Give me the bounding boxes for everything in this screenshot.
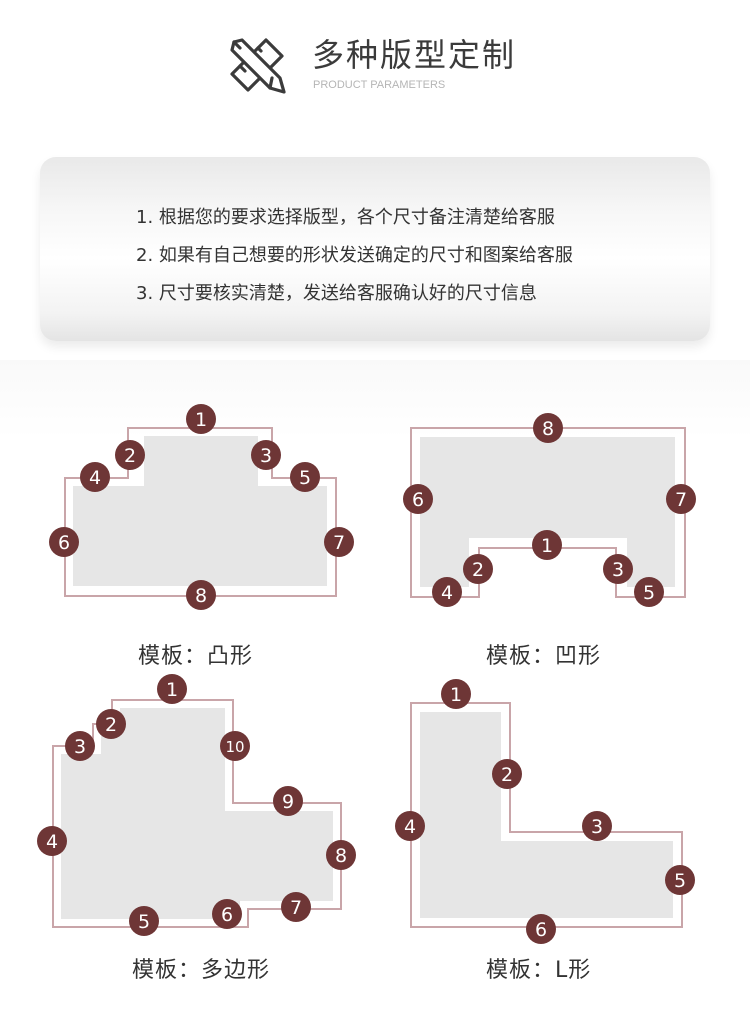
marker-label: 5 — [674, 870, 686, 892]
marker: 7 — [281, 892, 311, 922]
marker-label: 6 — [58, 532, 70, 554]
marker: 2 — [463, 554, 493, 584]
marker-label: 6 — [221, 904, 233, 926]
page-subtitle: PRODUCT PARAMETERS — [313, 79, 446, 91]
template-l-shape: 1 2 4 3 5 6 — [395, 679, 695, 944]
polygon-shape-fill — [61, 708, 333, 919]
page-title: 多种版型定制 — [312, 36, 517, 74]
instructions-panel: 1. 根据您的要求选择版型，各个尺寸备注清楚给客服 2. 如果有自己想要的形状发… — [40, 157, 710, 341]
marker: 3 — [582, 811, 612, 841]
marker-label: 1 — [541, 535, 553, 557]
marker: 8 — [186, 580, 216, 610]
marker-label: 3 — [591, 816, 603, 838]
marker: 9 — [273, 786, 303, 816]
marker-label: 9 — [282, 791, 294, 813]
marker-label: 5 — [138, 911, 150, 933]
marker-label: 8 — [542, 418, 554, 440]
template-caption-l-shape: 模板：L形 — [486, 958, 592, 983]
marker-label: 6 — [535, 919, 547, 941]
marker: 1 — [157, 674, 187, 704]
marker-label: 2 — [472, 559, 484, 581]
polygon-shape-outline — [52, 699, 342, 928]
template-caption-convex: 模板：凸形 — [138, 644, 254, 669]
marker-label: 5 — [299, 467, 311, 489]
marker-label: 3 — [74, 736, 86, 758]
marker: 7 — [666, 484, 696, 514]
ruler-pencil-icon — [230, 38, 286, 94]
marker: 6 — [526, 914, 556, 944]
marker: 3 — [603, 554, 633, 584]
marker-label: 6 — [412, 489, 424, 511]
marker: 7 — [324, 527, 354, 557]
template-concave: 8 6 7 1 2 3 4 5 — [403, 413, 696, 607]
marker: 5 — [129, 906, 159, 936]
marker-label: 4 — [404, 816, 416, 838]
marker-label: 2 — [105, 714, 117, 736]
marker: 6 — [49, 527, 79, 557]
marker-label: 1 — [166, 679, 178, 701]
marker: 1 — [441, 679, 471, 709]
concave-shape-fill — [420, 437, 675, 587]
marker: 6 — [403, 484, 433, 514]
instruction-item: 3. 尺寸要核实清楚，发送给客服确认好的尺寸信息 — [136, 283, 537, 304]
marker-label: 8 — [195, 585, 207, 607]
l-shape-outline — [410, 702, 683, 928]
marker-label: 7 — [290, 897, 302, 919]
marker: 1 — [186, 404, 216, 434]
template-caption-polygon: 模板：多边形 — [132, 958, 271, 983]
marker: 2 — [492, 759, 522, 789]
marker: 3 — [251, 440, 281, 470]
instruction-item: 1. 根据您的要求选择版型，各个尺寸备注清楚给客服 — [136, 207, 555, 228]
template-polygon: 1 2 3 10 9 4 8 5 6 7 — [37, 674, 356, 936]
marker-label: 3 — [260, 445, 272, 467]
marker: 4 — [395, 811, 425, 841]
marker-label: 7 — [333, 532, 345, 554]
marker: 2 — [96, 709, 126, 739]
convex-shape-fill — [73, 436, 327, 586]
marker: 3 — [65, 731, 95, 761]
marker: 5 — [634, 577, 664, 607]
marker: 8 — [533, 413, 563, 443]
marker: 8 — [326, 840, 356, 870]
marker-label: 7 — [675, 489, 687, 511]
section-header: 多种版型定制 PRODUCT PARAMETERS — [0, 0, 750, 150]
template-convex: 1 2 3 4 5 6 7 8 — [49, 404, 354, 610]
marker-label: 4 — [441, 582, 453, 604]
instruction-item: 2. 如果有自己想要的形状发送确定的尺寸和图案给客服 — [136, 245, 573, 266]
marker-label: 2 — [501, 764, 513, 786]
marker: 4 — [37, 826, 67, 856]
marker-label: 8 — [335, 845, 347, 867]
marker-label: 1 — [195, 409, 207, 431]
marker: 4 — [80, 462, 110, 492]
instructions-list: 1. 根据您的要求选择版型，各个尺寸备注清楚给客服 2. 如果有自己想要的形状发… — [136, 199, 573, 313]
marker: 6 — [212, 899, 242, 929]
marker-label: 1 — [450, 684, 462, 706]
marker-label: 2 — [124, 445, 136, 467]
marker-label: 4 — [46, 831, 58, 853]
marker-label: 4 — [89, 467, 101, 489]
marker: 5 — [665, 865, 695, 895]
marker-label: 3 — [612, 559, 624, 581]
l-shape-fill — [420, 712, 673, 918]
marker: 1 — [532, 530, 562, 560]
marker: 5 — [290, 462, 320, 492]
marker-label: 10 — [225, 738, 244, 756]
marker: 2 — [115, 440, 145, 470]
marker-label: 5 — [643, 582, 655, 604]
template-caption-concave: 模板：凹形 — [486, 644, 602, 669]
marker: 4 — [432, 577, 462, 607]
marker: 10 — [220, 731, 250, 761]
